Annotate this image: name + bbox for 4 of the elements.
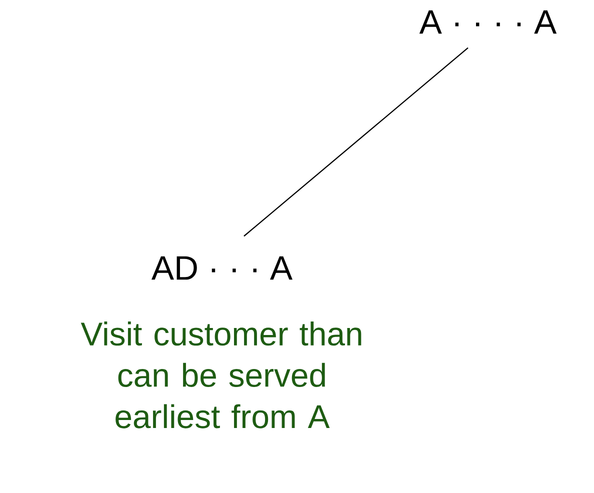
tree-node-label: AD · · · A: [152, 256, 292, 280]
note-text: Visit customer than can be served earliest from A: [80, 322, 362, 428]
tree-node-label: A · · · · A: [419, 10, 557, 34]
tree-edge: [244, 47, 468, 237]
